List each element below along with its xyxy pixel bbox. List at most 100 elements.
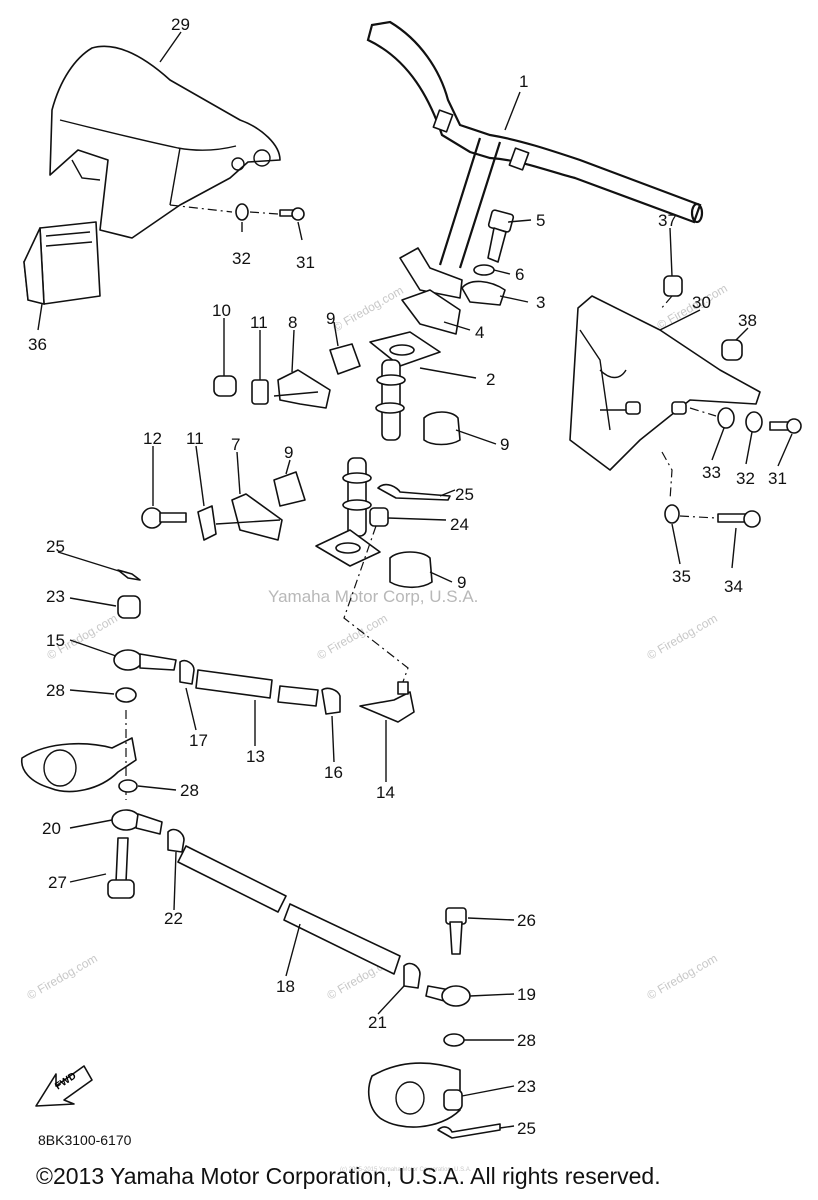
tie-rod-18-inner <box>177 845 287 913</box>
callout-38: 38 <box>738 311 757 330</box>
bushing-9-low <box>389 551 433 589</box>
bushing-9-top <box>329 343 361 375</box>
nut-21 <box>403 962 421 989</box>
nut-16 <box>321 687 341 715</box>
callout-29: 29 <box>171 15 190 34</box>
watermark-firedog: © Firedog.com <box>645 951 720 1003</box>
clamp-3 <box>461 280 506 306</box>
callout-labels: 1 2 3 4 5 6 7 8 9 9 9 9 10 11 11 12 13 1… <box>28 15 787 1138</box>
callout-8: 8 <box>288 313 297 332</box>
handlebar-cover <box>49 45 281 239</box>
callout-28-top: 28 <box>46 681 65 700</box>
leader-lines <box>37 31 793 1129</box>
callout-16: 16 <box>324 763 343 782</box>
bolt-31 <box>279 207 305 221</box>
rod-end-14 <box>359 681 415 723</box>
callout-24: 24 <box>450 515 469 534</box>
knuckle-left <box>21 737 137 793</box>
callout-25-top: 25 <box>455 485 474 504</box>
callout-36: 36 <box>28 335 47 354</box>
callout-28-mid: 28 <box>180 781 199 800</box>
watermark-main: Yamaha Motor Corp, U.S.A. <box>268 587 478 606</box>
tie-rod-18-outer <box>283 903 401 975</box>
cotter-pin-25-right <box>437 1123 501 1139</box>
callout-32-left: 32 <box>232 249 251 268</box>
forward-arrow: FWD <box>35 1065 93 1107</box>
washer-11 <box>251 379 269 405</box>
bolt-27 <box>107 837 135 899</box>
collar-35 <box>664 504 680 524</box>
watermark-small: (c) 2005-2015 Yamaha Motor Corporation, … <box>340 1167 472 1173</box>
callout-28-low: 28 <box>517 1031 536 1050</box>
washer-28-mid <box>118 779 138 793</box>
callout-31-left: 31 <box>296 253 315 272</box>
nut-10 <box>213 375 237 397</box>
handlebar-pad <box>23 221 101 305</box>
nut-23-left <box>117 595 141 619</box>
callout-14: 14 <box>376 783 395 802</box>
callout-37: 37 <box>658 211 677 230</box>
bracket-8 <box>277 369 331 409</box>
watermark-firedog: © Firedog.com <box>25 951 100 1003</box>
callout-23-right: 23 <box>517 1077 536 1096</box>
callout-12: 12 <box>143 429 162 448</box>
callout-22: 22 <box>164 909 183 928</box>
callout-9-mid: 9 <box>500 435 509 454</box>
handle-holder <box>399 247 463 299</box>
callout-7: 7 <box>231 435 240 454</box>
callout-23-left: 23 <box>46 587 65 606</box>
callout-2: 2 <box>486 370 495 389</box>
watermark-firedog: © Firedog.com <box>315 611 390 663</box>
callout-9-left: 9 <box>284 443 293 462</box>
washer-28-top <box>115 687 137 703</box>
front-cover <box>569 295 761 471</box>
cotter-pin-25-top <box>377 483 451 501</box>
callout-10: 10 <box>212 301 231 320</box>
callout-25-right: 25 <box>517 1119 536 1138</box>
washer-11-lower <box>197 505 217 541</box>
nut-23-right <box>443 1089 463 1111</box>
callout-9-low: 9 <box>457 573 466 592</box>
bolt-31-right <box>769 418 802 434</box>
washer-32 <box>235 203 249 221</box>
washer-6 <box>473 264 495 276</box>
steering-column-upper <box>369 331 441 441</box>
handlebar <box>366 20 704 269</box>
grommet-37 <box>663 275 683 297</box>
bracket-7 <box>231 493 283 541</box>
callout-11-top: 11 <box>250 313 268 332</box>
callout-27: 27 <box>48 873 67 892</box>
knuckle-right <box>367 1062 461 1128</box>
callout-35: 35 <box>672 567 691 586</box>
callout-15: 15 <box>46 631 65 650</box>
callout-5: 5 <box>536 211 545 230</box>
callout-30: 30 <box>692 293 711 312</box>
nut-24 <box>369 507 389 527</box>
bushing-9-mid <box>423 411 461 446</box>
callout-25-left: 25 <box>46 537 65 556</box>
washer-32-right <box>745 411 763 433</box>
callout-6: 6 <box>515 265 524 284</box>
callout-26: 26 <box>517 911 536 930</box>
diagram-code: 8BK3100-6170 <box>38 1132 132 1148</box>
callout-4: 4 <box>475 323 484 342</box>
callout-19: 19 <box>517 985 536 1004</box>
collar-33 <box>717 407 735 429</box>
bolt-34 <box>717 510 761 528</box>
cotter-pin-25-left <box>117 569 141 581</box>
nut-22 <box>167 828 185 853</box>
callout-1: 1 <box>519 72 528 91</box>
washer-28-low <box>443 1033 465 1047</box>
steering-column-lower <box>315 457 381 567</box>
nut-17 <box>179 659 195 685</box>
grommet-38 <box>721 339 743 361</box>
bolt-5 <box>487 209 515 263</box>
tie-rod-13 <box>195 669 273 699</box>
rod-end-15 <box>113 649 177 671</box>
callout-21: 21 <box>368 1013 387 1032</box>
bolt-26 <box>445 907 467 955</box>
callout-13: 13 <box>246 747 265 766</box>
callout-11-low: 11 <box>186 429 204 448</box>
callout-20: 20 <box>42 819 61 838</box>
